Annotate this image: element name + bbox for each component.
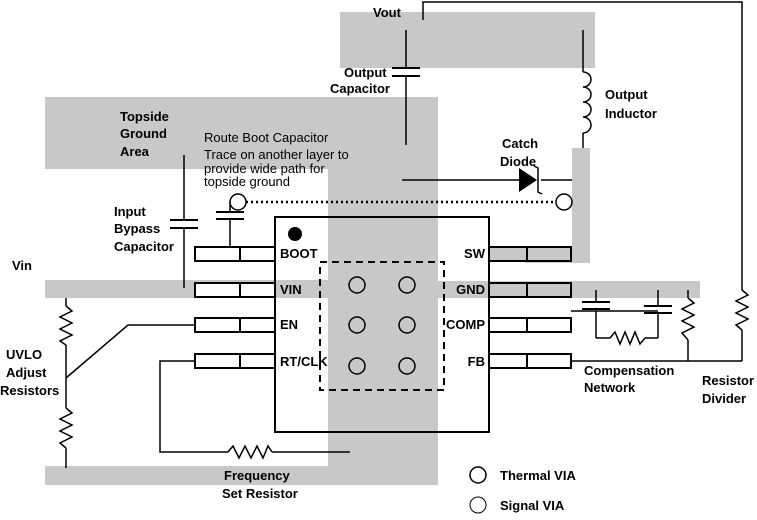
label-output-capacitor-1: Output <box>344 65 387 80</box>
thermal-vias <box>348 276 416 375</box>
pin-labels: BOOT VIN EN RT/CLK SW GND COMP FB <box>280 246 486 369</box>
pad-gnd <box>488 282 572 298</box>
pad-fb <box>488 353 572 369</box>
pad-rt-clk <box>194 353 276 369</box>
label-vin: Vin <box>12 258 32 273</box>
label-uvlo-1: UVLO <box>6 347 42 362</box>
pad-boot <box>194 246 276 262</box>
thermal-via <box>398 276 416 294</box>
pad-vin <box>194 282 276 298</box>
thermal-via <box>348 357 366 375</box>
wiring <box>65 1 743 468</box>
uvlo-resistor-top <box>58 305 74 346</box>
pad-comp <box>488 317 572 333</box>
pin1-marker <box>288 227 302 241</box>
label-resistor-divider-2: Divider <box>702 391 746 406</box>
divider-resistor-lower <box>680 297 696 341</box>
label-compensation-2: Network <box>584 380 636 395</box>
label-resistor-divider-1: Resistor <box>702 373 754 388</box>
label-vout: Vout <box>373 5 402 20</box>
label-route-note-3: provide wide path for <box>204 161 325 176</box>
label-frequency-set-1: Frequency <box>224 468 291 483</box>
legend-thermal-via-icon <box>469 466 487 484</box>
left-pads <box>194 246 276 369</box>
sw-copper-vertical <box>572 148 590 263</box>
pin-label-en: EN <box>280 317 298 332</box>
pin-label-boot: BOOT <box>280 246 318 261</box>
label-route-note-2: Trace on another layer to <box>204 147 349 162</box>
label-topside-ground-1: Topside <box>120 109 169 124</box>
catch-diode-symbol <box>519 165 543 195</box>
output-inductor-symbol <box>582 71 592 134</box>
label-compensation-1: Compensation <box>584 363 674 378</box>
label-input-bypass-3: Capacitor <box>114 239 174 254</box>
pad-sw <box>488 246 572 262</box>
vout-copper <box>340 12 595 68</box>
divider-resistor-upper <box>734 289 750 331</box>
label-output-inductor-2: Inductor <box>605 106 657 121</box>
label-catch-diode-2: Diode <box>500 154 536 169</box>
pin-label-fb: FB <box>468 354 485 369</box>
legend-signal-via-label: Signal VIA <box>500 498 565 513</box>
right-pads <box>488 246 572 369</box>
topside-ground-copper-center <box>328 97 438 485</box>
pin-label-vin: VIN <box>280 282 302 297</box>
label-route-note-4: topside ground <box>204 174 290 189</box>
thermal-via <box>348 276 366 294</box>
legend-thermal-via-label: Thermal VIA <box>500 468 576 483</box>
frequency-set-resistor-symbol <box>227 444 273 460</box>
thermal-via <box>398 316 416 334</box>
pad-en <box>194 317 276 333</box>
label-output-capacitor-2: Capacitor <box>330 81 390 96</box>
label-route-note-1: Route Boot Capacitor <box>204 130 329 145</box>
label-input-bypass-2: Bypass <box>114 221 160 236</box>
thermal-via <box>348 316 366 334</box>
pin-label-gnd: GND <box>456 282 485 297</box>
vout-to-divider-trace <box>422 1 743 290</box>
legend-signal-via-icon <box>469 496 487 514</box>
label-uvlo-3: Resistors <box>0 383 59 398</box>
label-topside-ground-3: Area <box>120 144 150 159</box>
ground-copper-bottom <box>45 466 438 485</box>
label-topside-ground-2: Ground <box>120 126 167 141</box>
label-catch-diode-1: Catch <box>502 136 538 151</box>
pin-label-rt-clk: RT/CLK <box>280 354 328 369</box>
thermal-via <box>398 357 416 375</box>
sw-signal-via <box>555 193 573 211</box>
pin-label-comp: COMP <box>446 317 485 332</box>
label-output-inductor-1: Output <box>605 87 648 102</box>
resistors <box>58 289 750 460</box>
label-frequency-set-2: Set Resistor <box>222 486 298 501</box>
labels: Vout Output Capacitor Output Inductor To… <box>0 5 754 501</box>
legend: Thermal VIA Signal VIA <box>469 466 576 514</box>
label-uvlo-2: Adjust <box>6 365 47 380</box>
thermal-pad-outline <box>319 261 445 391</box>
compensation-resistor-symbol <box>609 330 646 346</box>
boot-signal-via <box>229 193 247 211</box>
pin-label-sw: SW <box>464 246 486 261</box>
label-input-bypass-1: Input <box>114 204 146 219</box>
uvlo-resistor-bottom <box>58 407 74 449</box>
